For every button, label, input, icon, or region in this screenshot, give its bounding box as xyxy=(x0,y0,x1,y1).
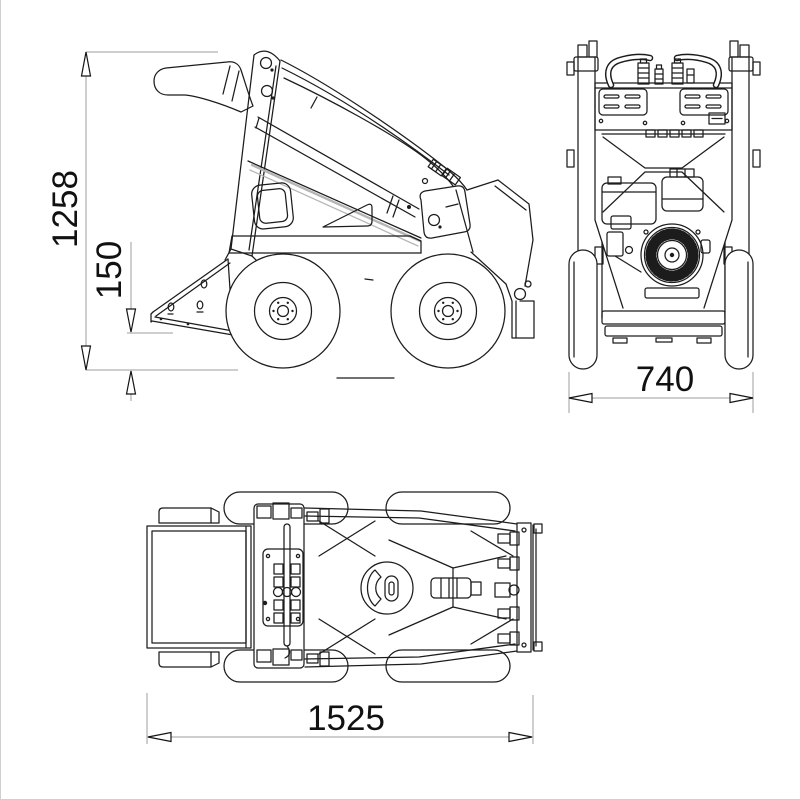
brand-logo xyxy=(360,561,414,615)
arrow-up-icon xyxy=(125,370,137,395)
inner-frame xyxy=(601,129,726,309)
fuel-tank xyxy=(601,182,657,225)
dimension-annotations: 1258 150 740 1525 xyxy=(46,51,754,744)
top-view xyxy=(146,491,543,683)
bucket xyxy=(146,507,252,668)
arm-bracket xyxy=(419,185,471,239)
overall-length-value: 1525 xyxy=(307,699,385,738)
hydraulic-couplers xyxy=(637,58,695,85)
hose-fittings xyxy=(421,158,462,186)
dim-overall-width: 740 xyxy=(568,360,754,413)
dim-edge-height: 150 xyxy=(90,241,173,401)
overall-width-value: 740 xyxy=(636,360,694,399)
rear-left-wheel xyxy=(568,249,598,370)
side-view xyxy=(150,50,535,379)
rear-hitch xyxy=(455,179,535,339)
mast xyxy=(224,50,281,263)
loader-arm xyxy=(280,59,471,239)
engine-shaft xyxy=(430,577,482,599)
dim-overall-height: 1258 xyxy=(46,51,238,371)
triangle-cutout xyxy=(322,203,373,228)
chassis-rails xyxy=(304,507,518,668)
flywheel-fan xyxy=(640,223,704,287)
lift-cylinder xyxy=(254,116,420,218)
rear-plate xyxy=(494,522,543,653)
arrow-right-icon xyxy=(508,731,533,743)
arrow-left-icon xyxy=(568,392,593,404)
attachment-plate xyxy=(150,258,234,336)
mount-plate xyxy=(253,502,330,669)
rear-wheel xyxy=(390,253,506,369)
arrow-right-icon xyxy=(729,392,754,404)
arrow-up-icon xyxy=(80,51,92,77)
rear-right-wheel xyxy=(724,249,754,370)
overall-height-value: 1258 xyxy=(46,170,85,248)
dim-overall-length: 1525 xyxy=(146,693,534,744)
front-wheel xyxy=(225,253,341,369)
edge-height-value: 150 xyxy=(90,241,129,299)
handle-bar xyxy=(153,61,254,113)
arrow-left-icon xyxy=(147,731,172,743)
arrow-down-icon xyxy=(125,308,137,333)
rear-view xyxy=(566,40,761,370)
top-panel xyxy=(594,82,733,131)
arrow-down-icon xyxy=(80,345,92,371)
handlebars xyxy=(605,53,722,89)
window-cutout xyxy=(251,182,294,230)
air-cleaner xyxy=(661,176,704,212)
chassis-body xyxy=(228,160,422,379)
engine xyxy=(601,168,711,299)
